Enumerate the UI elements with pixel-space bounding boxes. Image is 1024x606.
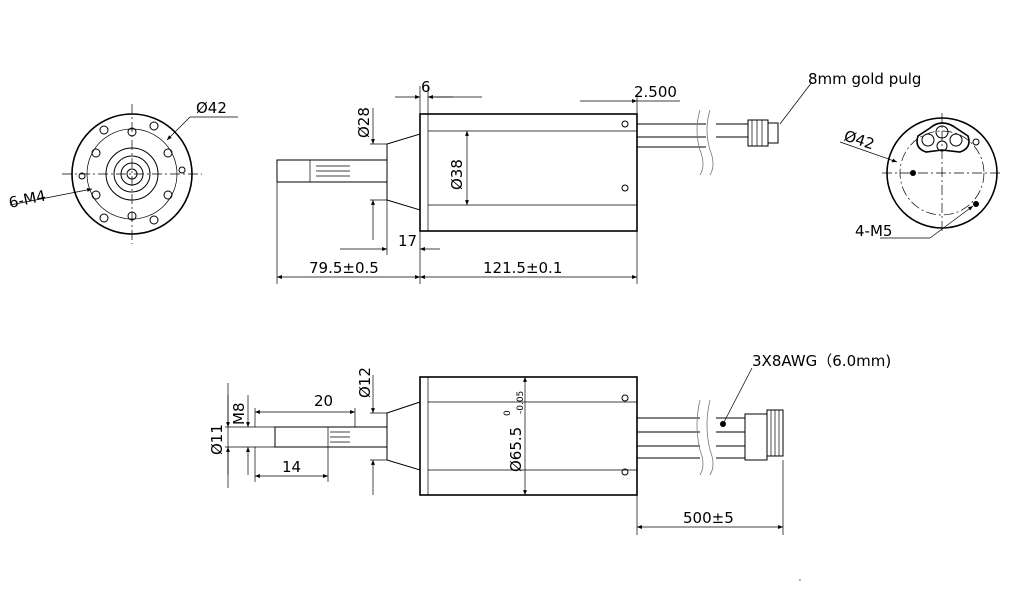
- connector-top-label: 8mm gold pulg: [808, 70, 921, 88]
- wire-label: 3X8AWG（6.0mm): [752, 352, 891, 370]
- dim-500-label: 500±5: [683, 509, 734, 527]
- tol-lower-label: -0.05: [516, 391, 526, 414]
- dim-2500-label: 2.500: [634, 83, 677, 101]
- dim-121-5-label: 121.5±0.1: [483, 259, 562, 277]
- front-holes-label: 6-M4: [7, 187, 47, 212]
- dim-m8-label: M8: [230, 403, 248, 426]
- front-flange-view: [9, 104, 238, 244]
- dim-6-label: 6: [421, 78, 431, 96]
- rear-view: [839, 113, 1002, 239]
- dim-20-label: 20: [314, 392, 333, 410]
- side-view-top: [276, 81, 813, 284]
- dim-11-label: Ø11: [208, 424, 226, 455]
- dim-28-label: Ø28: [355, 107, 373, 138]
- dim-17-label: 17: [398, 232, 417, 250]
- side-view-bottom: [225, 367, 801, 581]
- tol-upper-label: 0: [503, 410, 513, 416]
- dim-79-5-label: 79.5±0.5: [309, 259, 379, 277]
- front-diameter-label: Ø42: [196, 99, 227, 117]
- dim-12-label: Ø12: [356, 367, 374, 398]
- dim-38-label: Ø38: [448, 159, 466, 190]
- dim-65-5-label: Ø65.5: [507, 427, 525, 472]
- rear-diameter-label: Ø42: [842, 127, 877, 154]
- dim-14-label: 14: [282, 458, 301, 476]
- rear-holes-label: 4-M5: [855, 222, 892, 240]
